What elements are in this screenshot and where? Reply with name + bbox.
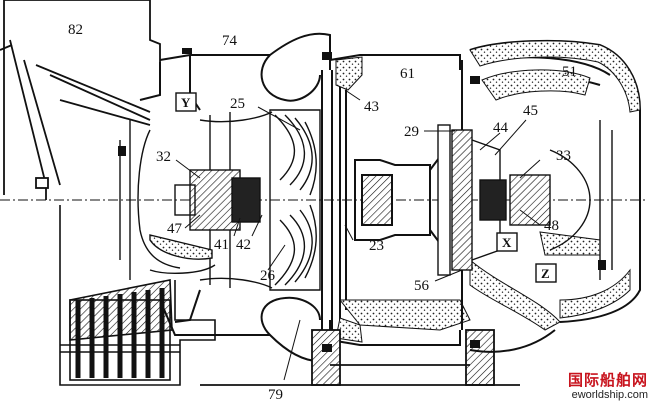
label-56: 56 <box>414 278 430 294</box>
air-inlet-casing <box>0 0 161 200</box>
box-label-z: Z <box>541 266 550 281</box>
label-82: 82 <box>68 22 83 38</box>
silencer-block <box>59 205 216 386</box>
label-48: 48 <box>544 218 559 234</box>
label-43: 43 <box>364 99 379 115</box>
turbine-rotor <box>437 120 613 280</box>
leader-lines <box>175 89 541 381</box>
box-x-frame <box>496 232 518 252</box>
label-41: 41 <box>214 237 229 253</box>
label-29: 29 <box>404 124 419 140</box>
box-z-frame <box>535 263 557 283</box>
watermark-english: eworldship.com <box>571 389 648 401</box>
box-label-x: X <box>502 235 512 250</box>
boxed-labels: Y X Z <box>175 92 557 283</box>
label-61: 61 <box>400 66 415 82</box>
bearing-housing <box>321 54 461 346</box>
label-23: 23 <box>369 238 384 254</box>
label-45: 45 <box>523 103 538 119</box>
mounting-feet <box>200 329 520 386</box>
label-51: 51 <box>562 64 577 80</box>
label-74: 74 <box>222 33 238 49</box>
label-32: 32 <box>156 149 171 165</box>
box-label-y: Y <box>181 95 191 110</box>
label-25: 25 <box>230 96 245 112</box>
compressor-impeller <box>199 109 321 291</box>
watermark-chinese: 国际船舶网 <box>567 371 648 389</box>
box-y-frame <box>175 92 197 112</box>
compressor-bearing-assembly <box>119 120 261 280</box>
oil-channel-stipple <box>335 56 471 343</box>
flange-bolts <box>118 48 606 352</box>
label-42: 42 <box>236 237 251 253</box>
part-number-labels: 82 74 61 51 25 43 29 44 45 32 33 47 41 4… <box>68 22 577 403</box>
label-33: 33 <box>556 148 571 164</box>
label-47: 47 <box>167 221 183 237</box>
label-79: 79 <box>268 387 283 403</box>
label-26: 26 <box>260 268 276 284</box>
label-44: 44 <box>493 120 509 136</box>
